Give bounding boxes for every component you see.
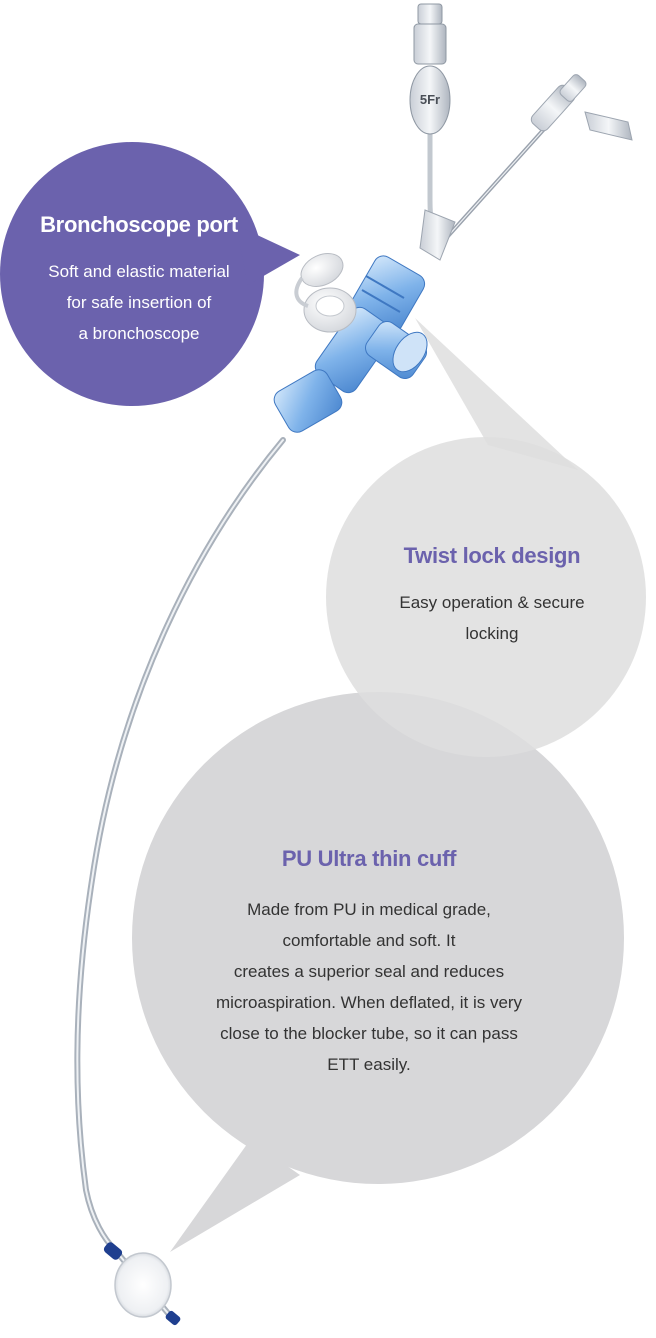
adapter-body	[273, 306, 428, 433]
twist-lock-title: Twist lock design	[403, 543, 581, 568]
bronchoscope-callout-bubble	[0, 142, 300, 406]
cuff-callout: PU Ultra thin cuff Made from PU in medic…	[170, 846, 568, 1080]
bronchoscope-port-title: Bronchoscope port	[40, 212, 238, 237]
bronchial-blocker-device: 5Fr	[74, 3, 633, 1326]
pilot-balloon-label: 5Fr	[420, 92, 440, 107]
pilot-balloon: 5Fr	[409, 3, 451, 135]
cuff-description: Made from PU in medical grade, comfortab…	[215, 900, 523, 1074]
twist-lock-callout: Twist lock design Easy operation & secur…	[352, 543, 632, 649]
bronchoscope-port-callout: Bronchoscope port Soft and elastic mater…	[14, 212, 264, 349]
bronchoscope-port-description: Soft and elastic material for safe inser…	[48, 262, 230, 343]
twist-lock-callout-bubble	[326, 318, 646, 757]
cuff-title: PU Ultra thin cuff	[281, 846, 457, 871]
cuff-callout-bubble	[132, 692, 624, 1252]
cuff	[103, 1242, 181, 1326]
twist-lock-description: Easy operation & secure locking	[399, 593, 585, 643]
bronchoscope-port-cap	[294, 253, 357, 333]
stylet-connector	[530, 74, 633, 141]
